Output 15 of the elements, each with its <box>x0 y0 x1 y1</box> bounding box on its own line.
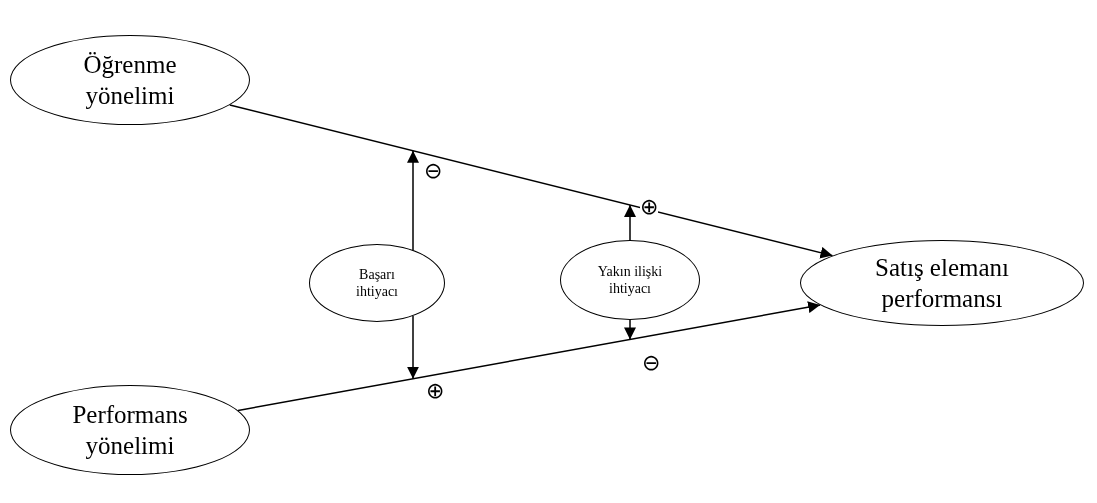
ellipse-node: Öğrenme yönelimi <box>10 35 250 125</box>
arrow <box>624 204 636 241</box>
arrow <box>624 319 636 341</box>
edge-label: ⊕ <box>426 380 445 402</box>
ellipse-node: Satış elemanı performansı <box>800 240 1084 326</box>
ellipse-node: Yakın ilişki ihtiyacı <box>560 240 700 320</box>
ellipse-node: Performans yönelimi <box>10 385 250 475</box>
edge-label: ⊕ <box>640 196 659 218</box>
arrow <box>407 315 419 380</box>
arrow <box>229 104 834 259</box>
edge-label: ⊖ <box>424 160 443 182</box>
arrow <box>407 150 419 251</box>
arrow <box>237 301 821 412</box>
ellipse-node: Başarı ihtiyacı <box>309 244 445 322</box>
edge-label: ⊖ <box>642 352 661 374</box>
